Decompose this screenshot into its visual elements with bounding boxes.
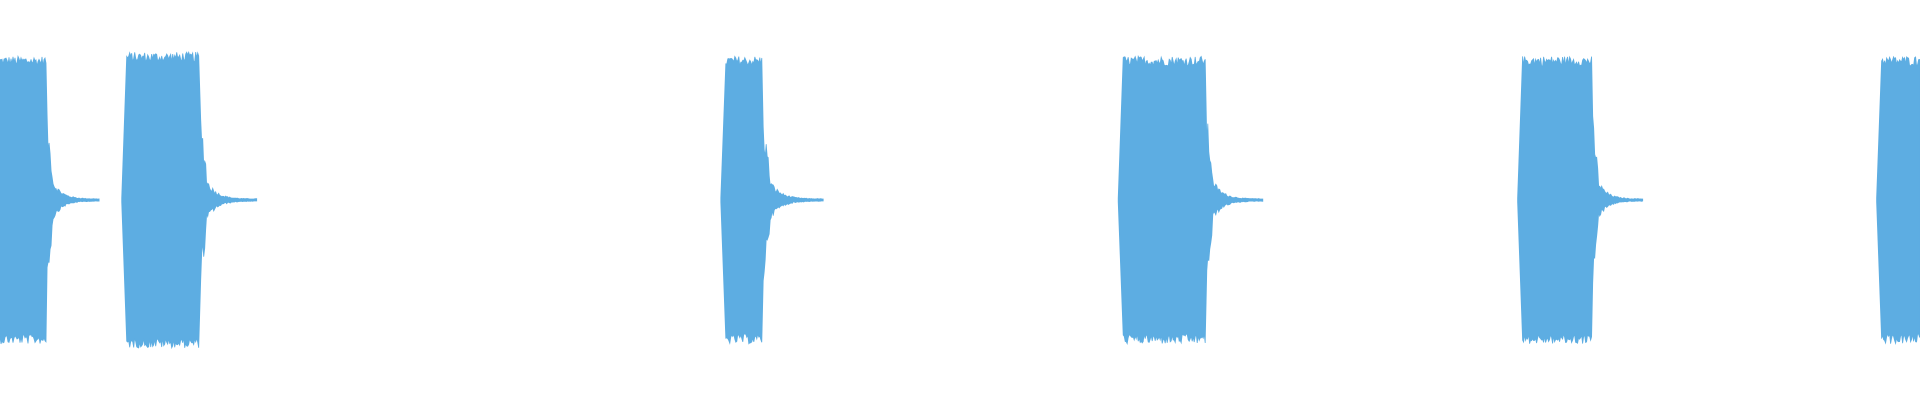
waveform-burst-shape <box>121 50 258 350</box>
waveform-burst-shape <box>1117 55 1264 345</box>
waveform-burst <box>720 55 824 345</box>
waveform-burst-shape <box>0 54 100 345</box>
waveform-burst-shape <box>720 55 824 345</box>
waveform-burst <box>1117 55 1264 345</box>
waveform-burst <box>0 54 100 345</box>
waveform-burst-shape <box>1517 55 1644 344</box>
waveform-bursts <box>0 50 1920 350</box>
waveform-burst-shape <box>1876 55 1920 345</box>
waveform-burst <box>121 50 258 350</box>
waveform-burst <box>1517 55 1644 344</box>
waveform-burst <box>1876 55 1920 345</box>
